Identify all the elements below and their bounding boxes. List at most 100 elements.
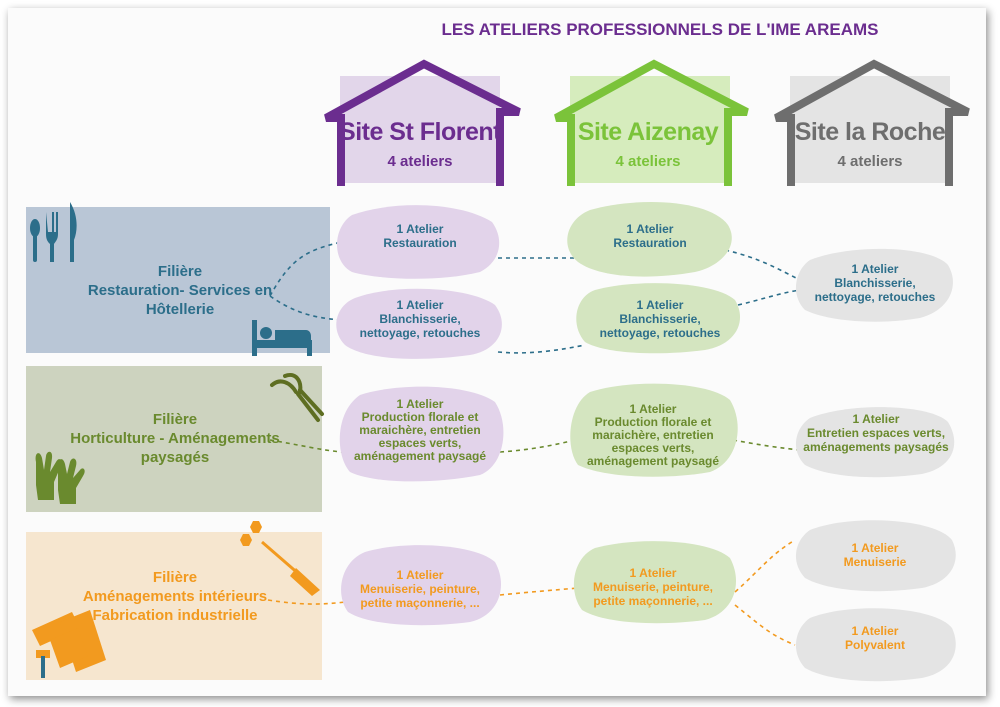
- filiere-label-amenagements: Filière Aménagements intérieurs Fabricat…: [50, 568, 300, 625]
- connector-restauration-5: [724, 249, 801, 281]
- atelier-laroche-menuiserie: 1 Atelier Menuiserie: [800, 541, 950, 569]
- connector-horticulture-2: [499, 439, 576, 453]
- site-name-stflorent: Site St Florent: [339, 118, 501, 146]
- house-outline-aizenay: [554, 59, 749, 186]
- atelier-line: 1 Atelier: [396, 568, 444, 582]
- site-count-aizenay: 4 ateliers: [615, 153, 681, 170]
- blob-stflorent-restauration: [337, 205, 500, 279]
- atelier-line: espaces verts,: [611, 441, 695, 455]
- atelier-line: Menuiserie, peinture,: [359, 582, 481, 596]
- atelier-aizenay-blanchisserie: 1 Atelier Blanchisserie, nettoyage, reto…: [585, 298, 735, 340]
- bed-icon: [252, 320, 312, 356]
- atelier-line: 1 Atelier: [396, 298, 444, 312]
- page-title: LES ATELIERS PROFESSIONNELS DE L'IME ARE…: [441, 20, 879, 39]
- atelier-line: Blanchisserie,: [619, 312, 701, 326]
- screwdriver-icon: [240, 521, 320, 596]
- atelier-line: 1 Atelier: [636, 298, 684, 312]
- atelier-aizenay-menuiserie: 1 Atelier Menuiserie, peinture, petite m…: [578, 566, 728, 608]
- atelier-line: 1 Atelier: [851, 262, 899, 276]
- filiere-line: Filière: [157, 263, 203, 280]
- atelier-line: aménagement paysagé: [586, 454, 720, 468]
- atelier-line: aménagements paysagés: [803, 440, 949, 454]
- hammer-icon: [36, 650, 50, 678]
- blob-laroche-polyvalent: [795, 608, 956, 682]
- blob-laroche-blanchisserie: [795, 248, 953, 322]
- atelier-line: 1 Atelier: [396, 397, 444, 411]
- atelier-line: nettoyage, retouches: [599, 326, 721, 340]
- connector-amenagements-1: [267, 599, 346, 605]
- filiere-line: paysagés: [140, 449, 210, 466]
- atelier-line: 1 Atelier: [851, 624, 899, 638]
- site-name-laroche: Site la Roche: [794, 118, 946, 146]
- atelier-line: 1 Atelier: [629, 402, 677, 416]
- atelier-line: 1 Atelier: [626, 222, 674, 236]
- atelier-aizenay-restauration: 1 Atelier Restauration: [575, 222, 725, 250]
- site-count-laroche: 4 ateliers: [837, 153, 903, 170]
- house-outline-stflorent: [324, 59, 521, 186]
- atelier-line: 1 Atelier: [396, 222, 444, 236]
- wood-planks-icon: [32, 610, 106, 672]
- atelier-laroche-polyvalent: 1 Atelier Polyvalent: [800, 624, 950, 652]
- site-name-aizenay: Site Aizenay: [577, 118, 719, 146]
- atelier-line: petite maçonnerie, ...: [360, 596, 480, 610]
- atelier-line: espaces verts,: [378, 436, 462, 450]
- atelier-laroche-blanchisserie: 1 Atelier Blanchisserie, nettoyage, reto…: [800, 262, 950, 304]
- blob-aizenay-blanchisserie: [576, 283, 741, 354]
- atelier-line: Polyvalent: [844, 638, 906, 652]
- atelier-line: Production florale et: [361, 410, 479, 424]
- connector-amenagements-2: [499, 587, 579, 596]
- pruning-shears-icon: [270, 373, 324, 422]
- atelier-line: nettoyage, retouches: [359, 326, 481, 340]
- connector-restauration-4: [497, 344, 586, 354]
- blob-laroche-menuiserie: [795, 520, 956, 592]
- filiere-line: Restauration- Services en: [87, 282, 273, 299]
- blob-aizenay-menuiserie: [573, 541, 737, 624]
- blob-aizenay-horticulture: [570, 383, 738, 477]
- atelier-line: Entretien espaces verts,: [806, 426, 946, 440]
- atelier-stflorent-restauration: 1 Atelier Restauration: [345, 222, 495, 250]
- atelier-line: aménagement paysagé: [353, 449, 487, 463]
- house-outline-laroche: [774, 59, 970, 186]
- atelier-line: nettoyage, retouches: [814, 290, 936, 304]
- blob-stflorent-horticulture: [339, 386, 504, 482]
- filiere-line: Hôtellerie: [145, 301, 215, 318]
- atelier-aizenay-horticulture: 1 Atelier Production florale et maraichè…: [573, 403, 733, 468]
- atelier-stflorent-menuiserie: 1 Atelier Menuiserie, peinture, petite m…: [345, 568, 495, 610]
- blob-laroche-horticulture: [795, 407, 955, 478]
- connector-restauration-2: [269, 295, 343, 321]
- atelier-stflorent-blanchisserie: 1 Atelier Blanchisserie, nettoyage, reto…: [345, 298, 495, 340]
- filiere-line: Filière: [152, 569, 198, 586]
- atelier-line: Menuiserie: [843, 555, 907, 569]
- connector-amenagements-3: [734, 539, 796, 593]
- connector-horticulture-3: [732, 439, 801, 451]
- filiere-label-horticulture: Filière Horticulture - Aménagements pays…: [50, 410, 300, 467]
- atelier-line: Menuiserie, peinture,: [592, 580, 714, 594]
- filiere-line: Horticulture - Aménagements: [70, 430, 280, 447]
- blob-aizenay-restauration: [567, 202, 732, 277]
- connector-restauration-6: [737, 289, 801, 306]
- atelier-line: 1 Atelier: [851, 541, 899, 555]
- cutlery-icon: [30, 202, 77, 262]
- atelier-line: Blanchisserie,: [834, 276, 916, 290]
- connector-restauration-1: [269, 241, 343, 297]
- atelier-line: maraichère, entretien: [592, 428, 714, 442]
- atelier-line: 1 Atelier: [629, 566, 677, 580]
- atelier-line: Restauration: [383, 236, 457, 250]
- blob-stflorent-menuiserie: [341, 545, 502, 626]
- gloves-icon: [35, 451, 85, 504]
- atelier-line: Blanchisserie,: [379, 312, 461, 326]
- blob-stflorent-blanchisserie: [336, 288, 502, 359]
- site-count-stflorent: 4 ateliers: [387, 153, 453, 170]
- filiere-line: Aménagements intérieurs: [82, 588, 268, 605]
- atelier-line: 1 Atelier: [852, 412, 900, 426]
- connector-horticulture-1: [269, 439, 343, 453]
- atelier-line: Production florale et: [594, 415, 712, 429]
- filiere-line: Filière: [152, 411, 198, 428]
- connector-amenagements-4: [734, 604, 796, 646]
- atelier-line: maraichère, entretien: [359, 423, 481, 437]
- atelier-stflorent-horticulture: 1 Atelier Production florale et maraichè…: [340, 398, 500, 463]
- filiere-line: Fabrication industrielle: [92, 607, 258, 624]
- filiere-label-restauration: Filière Restauration- Services en Hôtell…: [60, 262, 300, 319]
- atelier-line: Restauration: [613, 236, 687, 250]
